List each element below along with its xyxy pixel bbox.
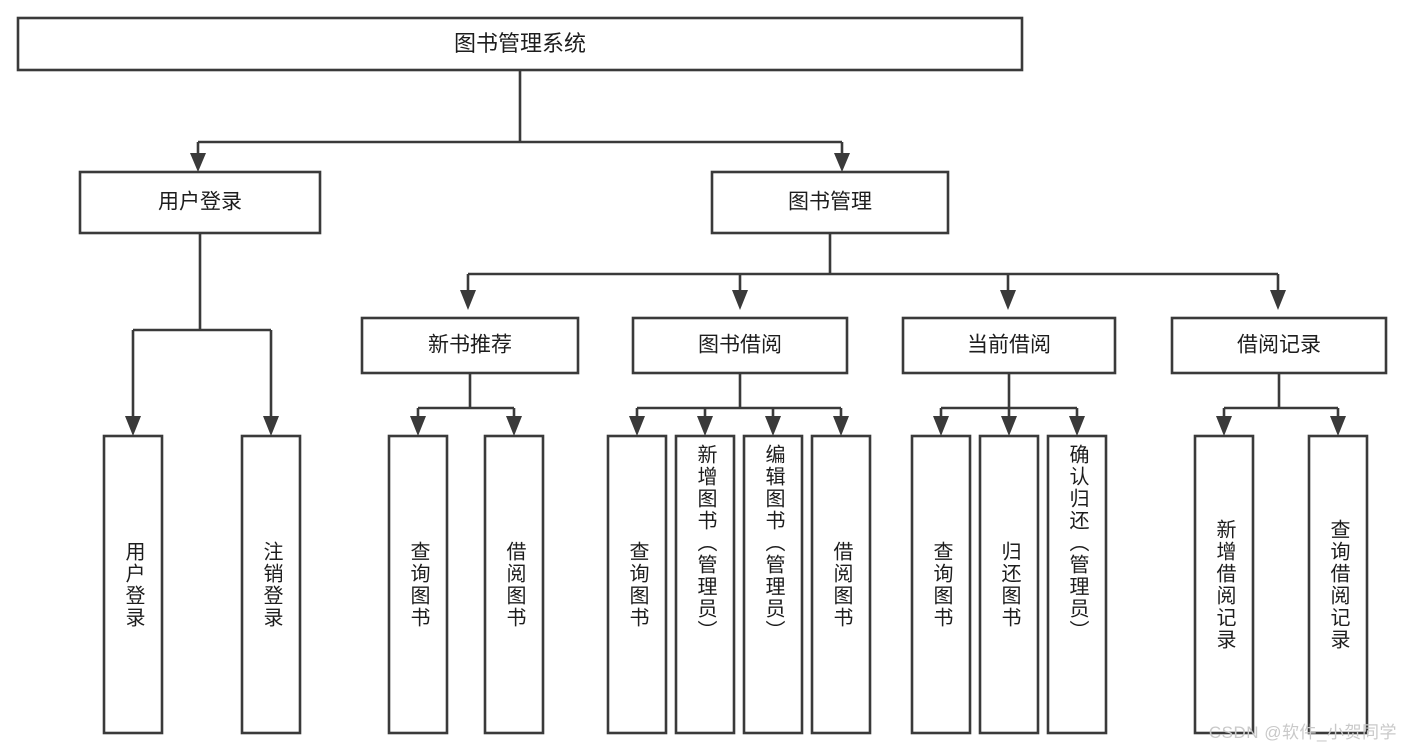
node-user-login-box (78, 170, 322, 235)
arrow-to-leaf-query-book-2 (629, 416, 645, 436)
connector-new-book-recommend-to-leaves (410, 373, 522, 436)
arrow-to-leaf-borrow-book-1 (506, 416, 522, 436)
leaf-box-query-book-1 (387, 434, 449, 735)
connector-current-borrow-to-leaves (933, 373, 1085, 436)
arrow-to-leaf-confirm-return (1069, 416, 1085, 436)
leaf-box-add-book (674, 434, 736, 735)
node-user-login-label: 用户登录 (158, 191, 242, 214)
node-new-book-recommend-label: 新书推荐 (428, 334, 512, 357)
node-user-login: 用户登录 (78, 170, 322, 235)
node-book-borrow-label: 图书借阅 (698, 334, 782, 357)
connector-root-to-level2 (190, 70, 850, 172)
connector-user-login-to-leaves (125, 233, 279, 436)
arrow-to-new-book-recommend (460, 290, 476, 310)
leaf-box-confirm-return (1046, 434, 1108, 735)
node-new-book-recommend: 新书推荐 (360, 316, 580, 375)
arrow-to-borrow-record (1270, 290, 1286, 310)
leaf-box-add-record (1193, 434, 1255, 735)
arrow-to-leaf-return-book (1001, 416, 1017, 436)
node-new-book-recommend-box (360, 316, 580, 375)
arrow-to-leaf-add-record (1216, 416, 1232, 436)
arrow-to-book-manage (834, 153, 850, 172)
node-borrow-record: 借阅记录 (1170, 316, 1388, 375)
connector-borrow-record-to-leaves (1216, 373, 1346, 436)
arrow-to-leaf-query-book-1 (410, 416, 426, 436)
connector-book-manage-to-level3 (460, 233, 1286, 310)
leaf-box-user-login (102, 434, 164, 735)
node-current-borrow-box (901, 316, 1117, 375)
node-borrow-record-label: 借阅记录 (1237, 334, 1321, 357)
leaf-box-borrow-book-1 (483, 434, 545, 735)
leaf-box-edit-book (742, 434, 804, 735)
leaf-box-query-book-3 (910, 434, 972, 735)
arrow-to-leaf-add-book (697, 416, 713, 436)
csdn-watermark: CSDN @软件_小贺同学 (1208, 723, 1397, 742)
leaf-box-logout (240, 434, 302, 735)
arrow-to-leaf-logout (263, 416, 279, 436)
node-book-borrow: 图书借阅 (631, 316, 849, 375)
leaf-box-query-book-2 (606, 434, 668, 735)
arrow-to-user-login (190, 153, 206, 172)
arrow-to-book-borrow (732, 290, 748, 310)
arrow-to-leaf-edit-book (765, 416, 781, 436)
node-root: 图书管理系统 (16, 16, 1024, 72)
connector-book-borrow-to-leaves (629, 373, 849, 436)
leaf-box-query-record (1307, 434, 1369, 735)
arrow-to-leaf-user-login (125, 416, 141, 436)
node-root-box (16, 16, 1024, 72)
leaf-box-borrow-book-2 (810, 434, 872, 735)
arrow-to-current-borrow (1000, 290, 1016, 310)
arrow-to-leaf-borrow-book-2 (833, 416, 849, 436)
arrow-to-leaf-query-book-3 (933, 416, 949, 436)
arrow-to-leaf-query-record (1330, 416, 1346, 436)
node-book-manage-label: 图书管理 (788, 191, 872, 214)
node-root-label: 图书管理系统 (454, 31, 586, 56)
leaf-box-return-book (978, 434, 1040, 735)
node-book-manage: 图书管理 (710, 170, 950, 235)
node-current-borrow: 当前借阅 (901, 316, 1117, 375)
node-current-borrow-label: 当前借阅 (967, 334, 1051, 357)
